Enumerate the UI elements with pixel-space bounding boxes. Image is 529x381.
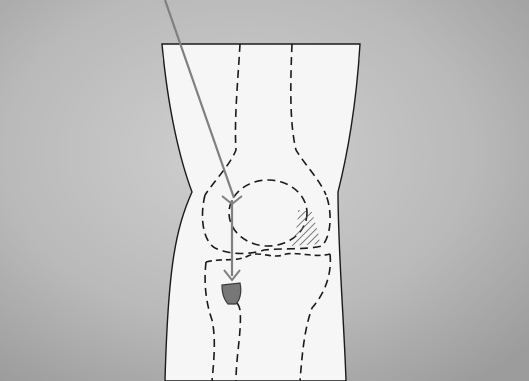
knee-diagram (0, 0, 529, 381)
